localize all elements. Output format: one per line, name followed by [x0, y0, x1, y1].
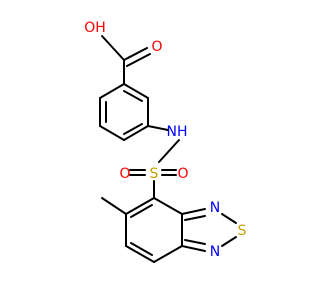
molecule-structure: OH O NH S O O N S N: [84, 20, 247, 263]
bond-c-o-double-a: [123, 47, 148, 61]
thiadiazole-nitrogen-top-label: N: [210, 200, 220, 216]
hydroxyl-label: OH: [84, 20, 106, 36]
thiadiazole-nitrogen-bottom-label: N: [210, 244, 220, 260]
bond-ring-nh: [147, 125, 169, 131]
bond-c-n-top-double: [184, 215, 206, 221]
bond-n-top-s: [221, 213, 237, 224]
bond-c-n-bottom: [181, 245, 206, 252]
bond-ring2-6: [125, 197, 155, 215]
bond-ring1-4: [99, 125, 125, 141]
bond-ring1-1: [123, 83, 149, 99]
atom-labels: OH O NH S O O N S N: [84, 20, 246, 260]
bond-ring2-inner-a: [130, 204, 153, 218]
sulfonyl-oxygen-right-label: O: [177, 166, 188, 182]
bond-ring1-6: [99, 83, 125, 99]
bond-ring2-3: [153, 245, 183, 263]
bond-s-n-bottom: [221, 236, 237, 247]
bond-ring1-inner-a: [123, 90, 143, 102]
bond-ring1-inner-b: [123, 123, 143, 135]
bond-c-n-top: [181, 208, 206, 215]
amine-label: NH: [167, 124, 188, 140]
thiadiazole-sulfur-label: S: [238, 223, 247, 239]
sulfonyl-oxygen-left-label: O: [119, 166, 130, 182]
bond-methyl: [101, 197, 127, 215]
carbonyl-oxygen-label: O: [151, 39, 162, 55]
bond-c-oh: [101, 35, 125, 61]
sulfonyl-sulfur-label: S: [150, 166, 159, 182]
bond-ring1-3: [123, 125, 149, 141]
bond-ring2-4: [125, 245, 155, 263]
bond-c-n-bottom-double: [184, 239, 206, 245]
bond-ring2-1: [153, 197, 183, 215]
bond-nh-s: [158, 139, 180, 163]
bond-c-o-double-b: [126, 53, 151, 67]
bond-ring2-inner-b: [130, 242, 153, 256]
bonds: [99, 35, 237, 263]
